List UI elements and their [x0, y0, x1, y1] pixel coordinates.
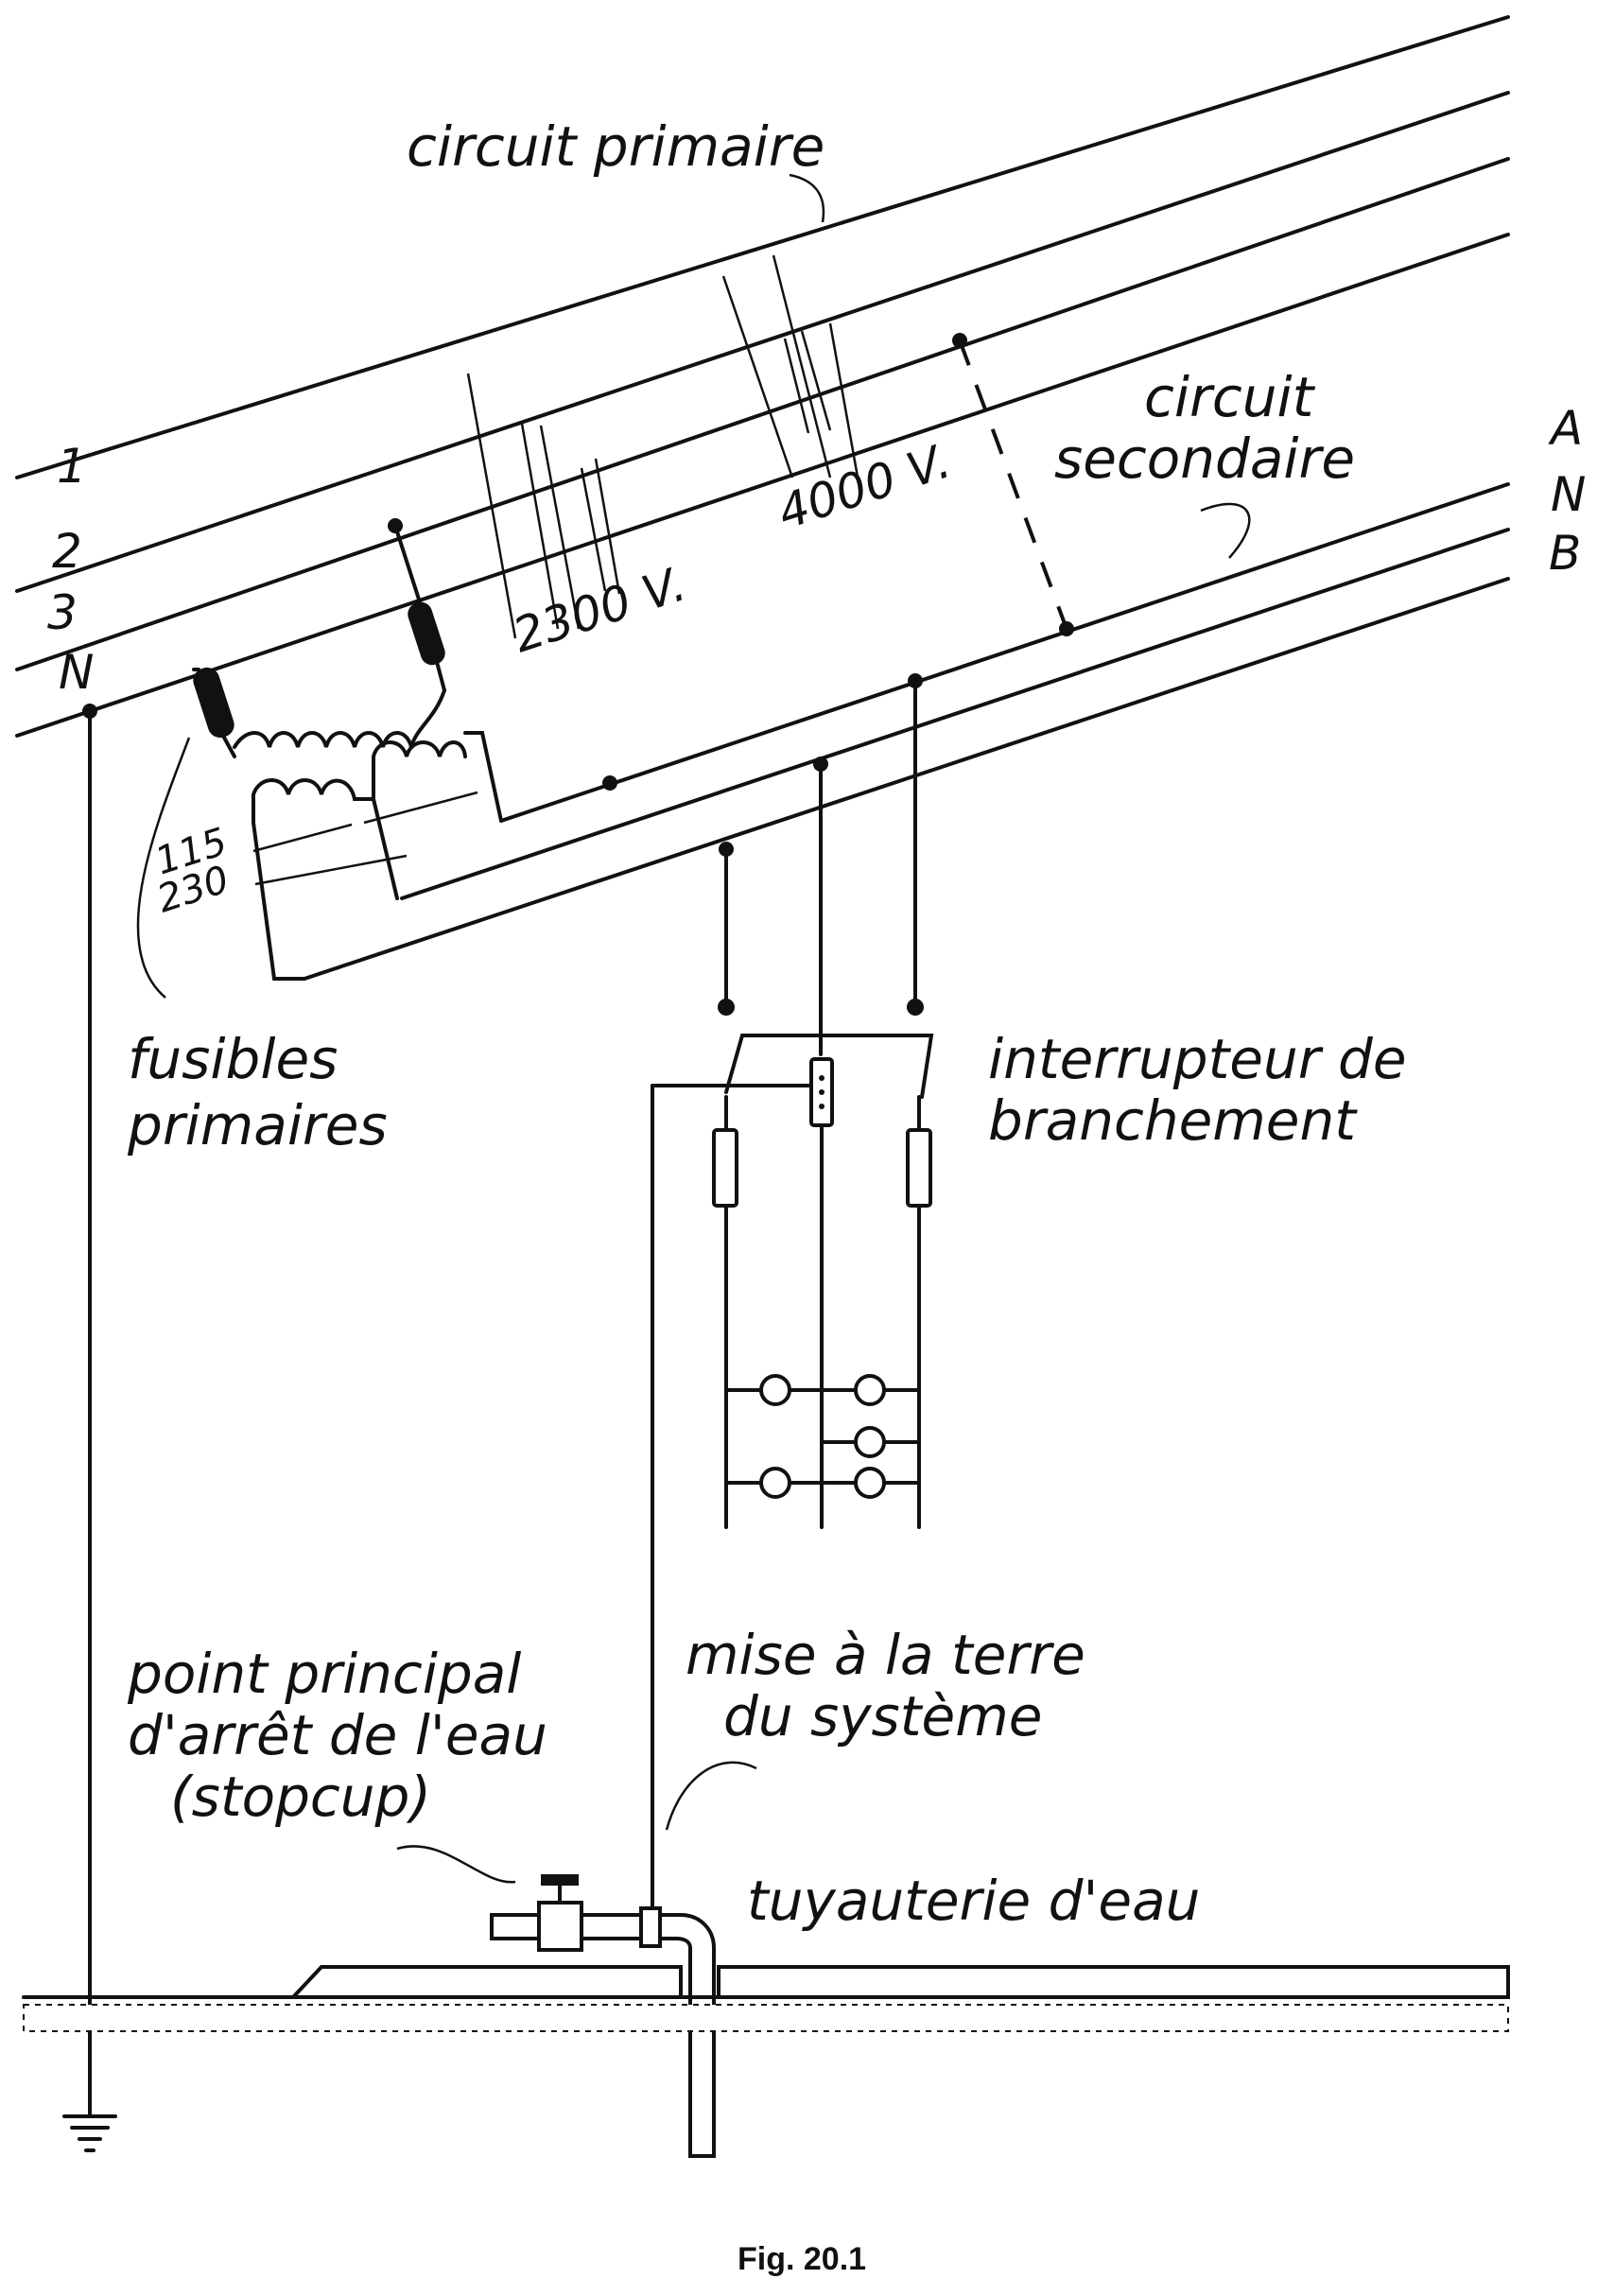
label-voltage-2300: 2300 V.: [507, 556, 692, 663]
label-water-piping: tuyauterie d'eau: [747, 1869, 1200, 1933]
load-lamp: [759, 1374, 791, 1406]
primary-circuit-lines: [15, 15, 1510, 738]
secondary-circuit-lines: [303, 482, 1510, 981]
pointer-stopcock: [396, 1845, 516, 1884]
ground-clamp: [639, 1906, 662, 1948]
label-line-1: 1: [57, 439, 87, 494]
load-lamp: [854, 1467, 886, 1499]
primary-winding: [233, 688, 446, 749]
secondary-line-b: [303, 577, 1510, 981]
pointer-secondary-circuit: [1200, 502, 1251, 559]
voltage-arrows-4000: [721, 254, 860, 483]
label-line-b: B: [1549, 526, 1581, 581]
label-primary-fuses-1: fusibles: [128, 1027, 338, 1091]
transformer: [192, 518, 503, 981]
secondary-line-n: [400, 528, 1510, 900]
label-line-n-left: N: [59, 645, 94, 700]
label-system-ground-1: mise à la terre: [686, 1623, 1085, 1687]
pointer-primary-fuses: [136, 737, 191, 999]
primary-line-2: [15, 91, 1510, 593]
secondary-winding: [252, 740, 467, 825]
primary-fuse-right: [408, 601, 445, 666]
label-primary-fuses-2: primaires: [127, 1093, 388, 1157]
branch-loads: [724, 1374, 921, 1499]
label-service-switch-2: branchement: [988, 1088, 1358, 1153]
label-line-2: 2: [52, 524, 82, 579]
service-drop: [602, 673, 924, 1056]
label-stopcock-2: d'arrêt de l'eau: [128, 1703, 547, 1767]
load-lamp: [854, 1426, 886, 1458]
label-secondary-circuit-2: secondaire: [1054, 426, 1355, 491]
stopcock-valve: [537, 1901, 583, 1952]
label-line-a: A: [1548, 401, 1583, 456]
load-lamp: [854, 1374, 886, 1406]
water-pipe-ground: [490, 1084, 716, 2158]
label-line-3: 3: [47, 585, 78, 640]
water-pipe: [490, 1913, 716, 2158]
primary-line-3: [15, 157, 1510, 671]
pointer-primary-circuit: [789, 173, 825, 223]
junction-dot: [602, 775, 617, 791]
load-lamp: [759, 1467, 791, 1499]
figure-caption: Fig. 20.1: [738, 2241, 866, 2277]
switch-fuse-left: [712, 1128, 738, 1208]
label-stopcock-3: (stopcup): [170, 1765, 431, 1829]
neutral-dashed-link: [958, 339, 1068, 630]
switch-fuse-right: [906, 1128, 932, 1208]
junction-dot: [952, 333, 967, 348]
voltage-arrows-2300: [466, 373, 621, 639]
primary-fuse-left: [193, 667, 234, 739]
secondary-line-a: [499, 482, 1510, 823]
primary-line-n: [15, 233, 1510, 738]
label-primary-circuit: circuit primaire: [407, 114, 825, 179]
label-system-ground-2: du système: [723, 1684, 1042, 1748]
junction-dot: [1059, 621, 1074, 636]
label-secondary-circuit-1: circuit: [1144, 365, 1316, 429]
neutral-ground-wire: [62, 704, 117, 2152]
label-line-n-right: N: [1551, 467, 1586, 522]
label-stopcock-1: point principal: [127, 1642, 521, 1706]
pointer-system-ground: [665, 1761, 757, 1831]
label-service-switch-1: interrupteur de: [988, 1027, 1407, 1091]
primary-line-1: [15, 15, 1510, 479]
service-switch: [651, 1034, 934, 1529]
ground-surface: [22, 1965, 1510, 2032]
